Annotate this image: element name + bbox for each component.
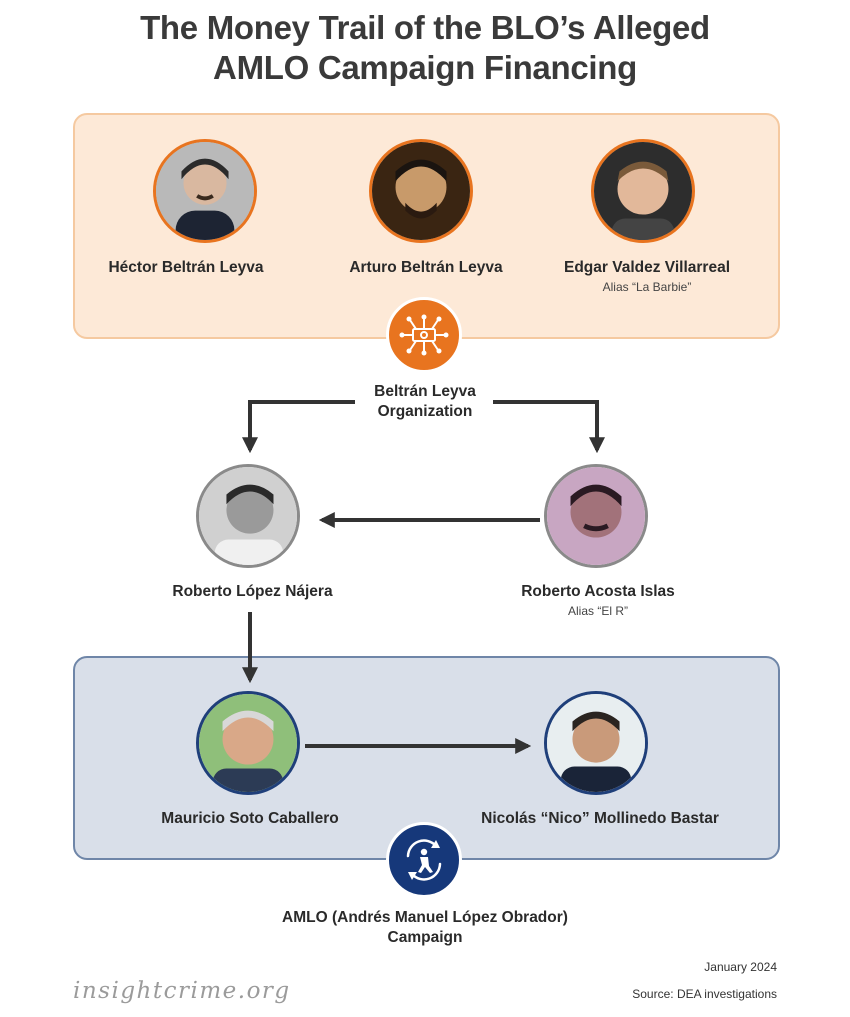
organization-label: Beltrán Leyva Organization — [325, 382, 525, 422]
roberto-acosta-islas-photo — [544, 464, 648, 568]
organization-label-line-2: Organization — [377, 403, 473, 420]
hector-beltran-leyva-name: Héctor Beltrán Leyva — [108, 259, 264, 276]
campaign-label-line-2: Campaign — [387, 929, 463, 946]
arturo-beltran-leyva-name: Arturo Beltrán Leyva — [349, 259, 503, 276]
edgar-valdez-villarreal-name: Edgar Valdez Villarreal — [564, 259, 730, 276]
nicolas-mollinedo-bastar-photo — [544, 691, 648, 795]
money-network-icon — [386, 297, 462, 373]
mauricio-soto-caballero-name: Mauricio Soto Caballero — [161, 810, 339, 827]
roberto-lopez-najera-name: Roberto López Nájera — [172, 583, 333, 600]
title-line-2: AMLO Campaign Financing — [213, 49, 637, 86]
source-note: Source: DEA investigations — [632, 987, 777, 1001]
roberto-acosta-islas-name: Roberto Acosta Islas — [521, 583, 675, 600]
organization-label-line-1: Beltrán Leyva — [374, 383, 476, 400]
hector-beltran-leyva-photo — [153, 139, 257, 243]
campaign-label-line-1: AMLO (Andrés Manuel López Obrador) — [282, 909, 568, 926]
arturo-beltran-leyva-photo — [369, 139, 473, 243]
edgar-valdez-villarreal-photo — [591, 139, 695, 243]
roberto-lopez-najera-photo — [196, 464, 300, 568]
page-title: The Money Trail of the BLO’s Alleged AML… — [0, 8, 850, 88]
title-line-1: The Money Trail of the BLO’s Alleged — [140, 9, 710, 46]
edgar-valdez-villarreal-alias: Alias “La Barbie” — [602, 280, 692, 294]
roberto-acosta-islas-alias: Alias “El R” — [567, 604, 628, 618]
nicolas-mollinedo-bastar-name: Nicolás “Nico” Mollinedo Bastar — [481, 810, 719, 827]
arrow-org-to-lopez — [242, 400, 355, 454]
campaign-label: AMLO (Andrés Manuel López Obrador) Campa… — [200, 908, 650, 948]
campaign-cycle-icon — [386, 822, 462, 898]
publication-date: January 2024 — [704, 960, 777, 974]
insightcrime-logo: insightcrime.org — [73, 978, 291, 1004]
arrow-org-to-acosta — [493, 400, 605, 454]
mauricio-soto-caballero-photo — [196, 691, 300, 795]
